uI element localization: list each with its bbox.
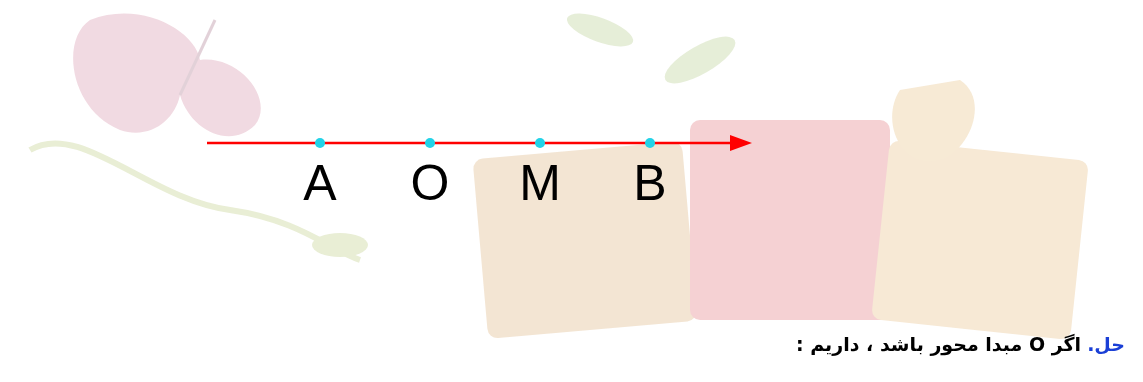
leaf bbox=[312, 233, 368, 257]
letter-block bbox=[473, 141, 698, 339]
butterfly-antenna bbox=[180, 20, 215, 95]
axis-point bbox=[645, 138, 655, 148]
axis-point bbox=[315, 138, 325, 148]
butterfly bbox=[892, 80, 975, 161]
butterfly bbox=[73, 14, 261, 137]
solution-line: حل. اگر O مبدا محور باشد ، داریم : bbox=[796, 333, 1125, 355]
axis-line bbox=[207, 142, 735, 145]
vine bbox=[30, 143, 360, 260]
leaf bbox=[658, 28, 741, 92]
axis-point bbox=[425, 138, 435, 148]
point-label: M bbox=[519, 158, 561, 208]
axis-arrowhead bbox=[730, 135, 752, 151]
axis-point bbox=[535, 138, 545, 148]
point-label: O bbox=[411, 158, 450, 208]
letter-block bbox=[871, 140, 1089, 340]
leaf bbox=[563, 7, 637, 53]
solution-text: اگر O مبدا محور باشد ، داریم : bbox=[796, 333, 1081, 355]
point-label: B bbox=[633, 158, 666, 208]
letter-block bbox=[690, 120, 890, 320]
point-label: A bbox=[303, 158, 336, 208]
solution-marker: حل. bbox=[1087, 333, 1125, 355]
